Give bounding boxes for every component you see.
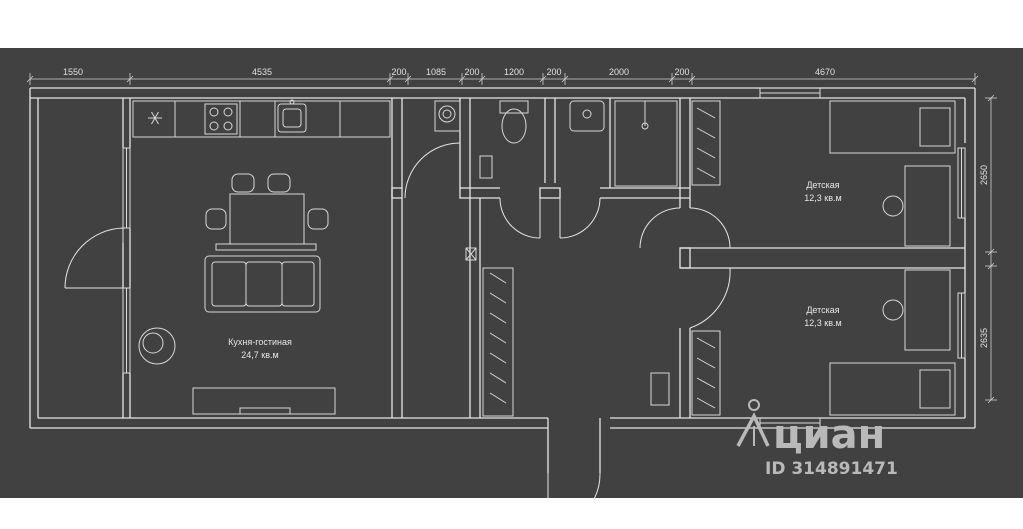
- room-name-kids-1: Детская: [806, 180, 839, 190]
- dimension-label: 2650: [979, 165, 989, 185]
- floor-plan-frame: 1550 4535 200 1085 200 1200 200 2000 200…: [0, 48, 1023, 498]
- desk-kids-2: [882, 269, 951, 351]
- dimension-label: 1200: [504, 67, 524, 77]
- dimension-label: 1550: [63, 67, 83, 77]
- outer-walls: [29, 87, 976, 429]
- dimension-label: 200: [546, 67, 561, 77]
- shower: [614, 100, 678, 187]
- wardrobe-kids-2: [691, 330, 721, 416]
- tv-cabinet: [192, 387, 336, 415]
- dimension-label: 2635: [979, 328, 989, 348]
- dimension-label: 2000: [609, 67, 629, 77]
- watermark-brand: циан: [773, 412, 885, 458]
- kitchen-counter: [132, 100, 391, 138]
- wardrobe: [465, 247, 514, 417]
- room-area-kitchen-living: 24,7 кв.м: [241, 350, 278, 360]
- washing-machine: [434, 100, 461, 132]
- dimension-label: 1085: [426, 67, 446, 77]
- sofa: [204, 255, 321, 313]
- floor-plan: 1550 4535 200 1085 200 1200 200 2000 200…: [26, 67, 997, 498]
- dimension-label: 200: [391, 67, 406, 77]
- cian-logo-icon: [736, 399, 770, 447]
- washbasin: [569, 100, 605, 132]
- room-area-kids-1: 12,3 кв.м: [804, 193, 841, 203]
- wardrobe-kids-1: [691, 100, 721, 186]
- toilet: [479, 100, 529, 179]
- dimension-label: 200: [464, 67, 479, 77]
- room-area-kids-2: 12,3 кв.м: [804, 318, 841, 328]
- snowflake-icon: [148, 111, 162, 125]
- desk-kids-1: [882, 165, 951, 247]
- dimension-label: 4535: [252, 67, 272, 77]
- armchair: [138, 327, 176, 365]
- interior-doors: [404, 142, 731, 498]
- balcony-door: [64, 227, 124, 289]
- room-name-kids-2: Детская: [806, 305, 839, 315]
- stove-icon: [204, 103, 238, 135]
- dining-table: [205, 173, 329, 251]
- top-dimension-line: 1550 4535 200 1085 200 1200 200 2000 200…: [26, 67, 979, 85]
- watermark-listing-id: ID 314891471: [765, 459, 898, 479]
- bed-kids-2: [829, 362, 956, 416]
- dimension-label: 4670: [815, 67, 835, 77]
- bed-kids-1: [829, 100, 956, 154]
- sink-icon: [277, 99, 307, 133]
- dimension-label: 200: [674, 67, 689, 77]
- shoe-cabinet: [650, 372, 670, 406]
- right-dimension-line: 2650 2635: [979, 94, 997, 404]
- room-name-kitchen-living: Кухня-гостиная: [228, 337, 292, 347]
